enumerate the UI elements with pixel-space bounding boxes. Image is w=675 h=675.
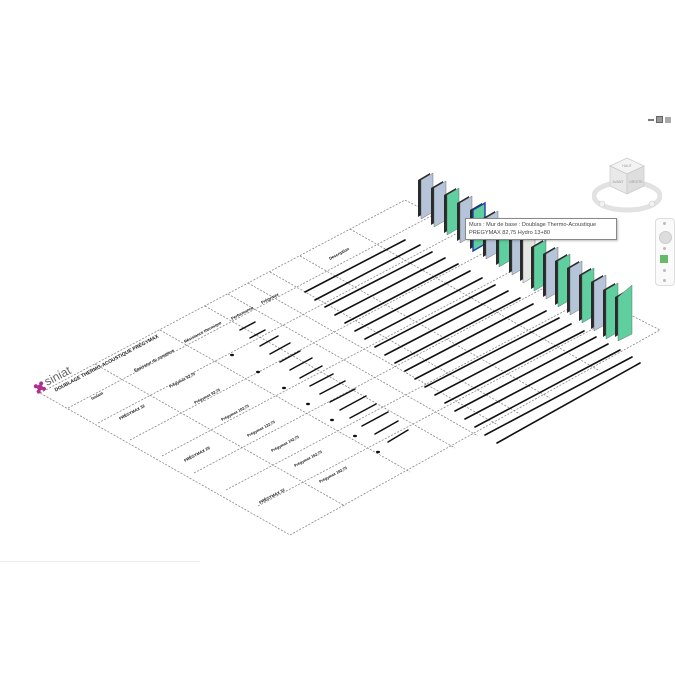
cell-label: Prégymax 162,75 bbox=[294, 450, 323, 468]
cell-label: Prégymax 92,75 bbox=[194, 388, 221, 405]
full-navigation-wheel-icon[interactable] bbox=[659, 231, 672, 244]
navbar-top-grip-icon[interactable] bbox=[663, 222, 666, 225]
cell-values bbox=[230, 353, 380, 454]
column-header-isolant: Isolant bbox=[90, 390, 104, 401]
wall-panel[interactable] bbox=[418, 172, 434, 220]
wall-panel[interactable] bbox=[555, 253, 571, 308]
viewcube[interactable]: HAUT AVANT DROITE bbox=[592, 152, 662, 216]
wall-panel[interactable] bbox=[444, 187, 460, 236]
element-tooltip: Murs : Mur de base : Doublage Thermo-Aco… bbox=[465, 218, 617, 240]
minimize-icon[interactable] bbox=[648, 118, 654, 121]
navbar-bottom-grip-icon[interactable] bbox=[663, 279, 666, 282]
navigation-bar bbox=[655, 218, 675, 286]
zoom-region-icon[interactable] bbox=[660, 255, 668, 263]
viewcube-front-label: AVANT bbox=[612, 180, 624, 184]
column-header-description: Description bbox=[328, 246, 350, 261]
column-header-epaisseur: Épaisseur du complexe bbox=[133, 347, 176, 373]
tooltip-line-1: Murs : Mur de base : Doublage Thermo-Aco… bbox=[469, 222, 597, 228]
cell-label: Prégymax 142,75 bbox=[271, 435, 300, 453]
cell-group: PRÉGYMAX 29 bbox=[183, 445, 211, 463]
navbar-dropdown-icon[interactable] bbox=[663, 247, 666, 250]
wall-panel[interactable] bbox=[431, 180, 447, 228]
compass-marker-icon bbox=[648, 200, 656, 208]
window-controls bbox=[648, 116, 671, 123]
short-value-strokes bbox=[239, 321, 409, 443]
column-header-resistance: Résistance thermique bbox=[183, 320, 223, 344]
home-icon bbox=[598, 200, 606, 208]
close-icon[interactable] bbox=[665, 116, 671, 123]
viewcube-top-label: HAUT bbox=[622, 164, 632, 168]
siniat-flower-icon bbox=[33, 381, 46, 394]
description-text-lines bbox=[304, 239, 641, 444]
cell-group: PRÉGYMAX 32 bbox=[118, 403, 146, 421]
cell-label: Prégymax 102,75 bbox=[221, 404, 250, 422]
viewcube-right-label: DROITE bbox=[629, 180, 643, 184]
siniat-logo: siniat DOUBLAGE THERMO-ACOUSTIQUE PRÉGYM… bbox=[33, 332, 160, 394]
column-header-pregymax: Prégymax bbox=[260, 291, 280, 305]
navbar-zoom-dropdown-icon[interactable] bbox=[663, 269, 666, 272]
column-header-performance: Performance bbox=[230, 305, 255, 321]
cell-label: Prégymax 82,75 bbox=[169, 372, 196, 389]
cell-label: Prégymax 182,75 bbox=[319, 466, 348, 484]
viewcube-right-face bbox=[626, 165, 645, 195]
cell-label: Prégymax 122,75 bbox=[247, 420, 276, 438]
tooltip-line-2: PREGYMAX 82,75 Hydro 13+80 bbox=[469, 230, 550, 236]
cell-group: PRÉGYMAX 32 bbox=[258, 487, 286, 505]
wall-panel[interactable] bbox=[579, 267, 595, 324]
status-bar-line bbox=[0, 561, 200, 562]
schedule-table-grid bbox=[39, 199, 661, 536]
restore-icon[interactable] bbox=[656, 116, 663, 123]
wall-panel[interactable] bbox=[615, 284, 633, 342]
